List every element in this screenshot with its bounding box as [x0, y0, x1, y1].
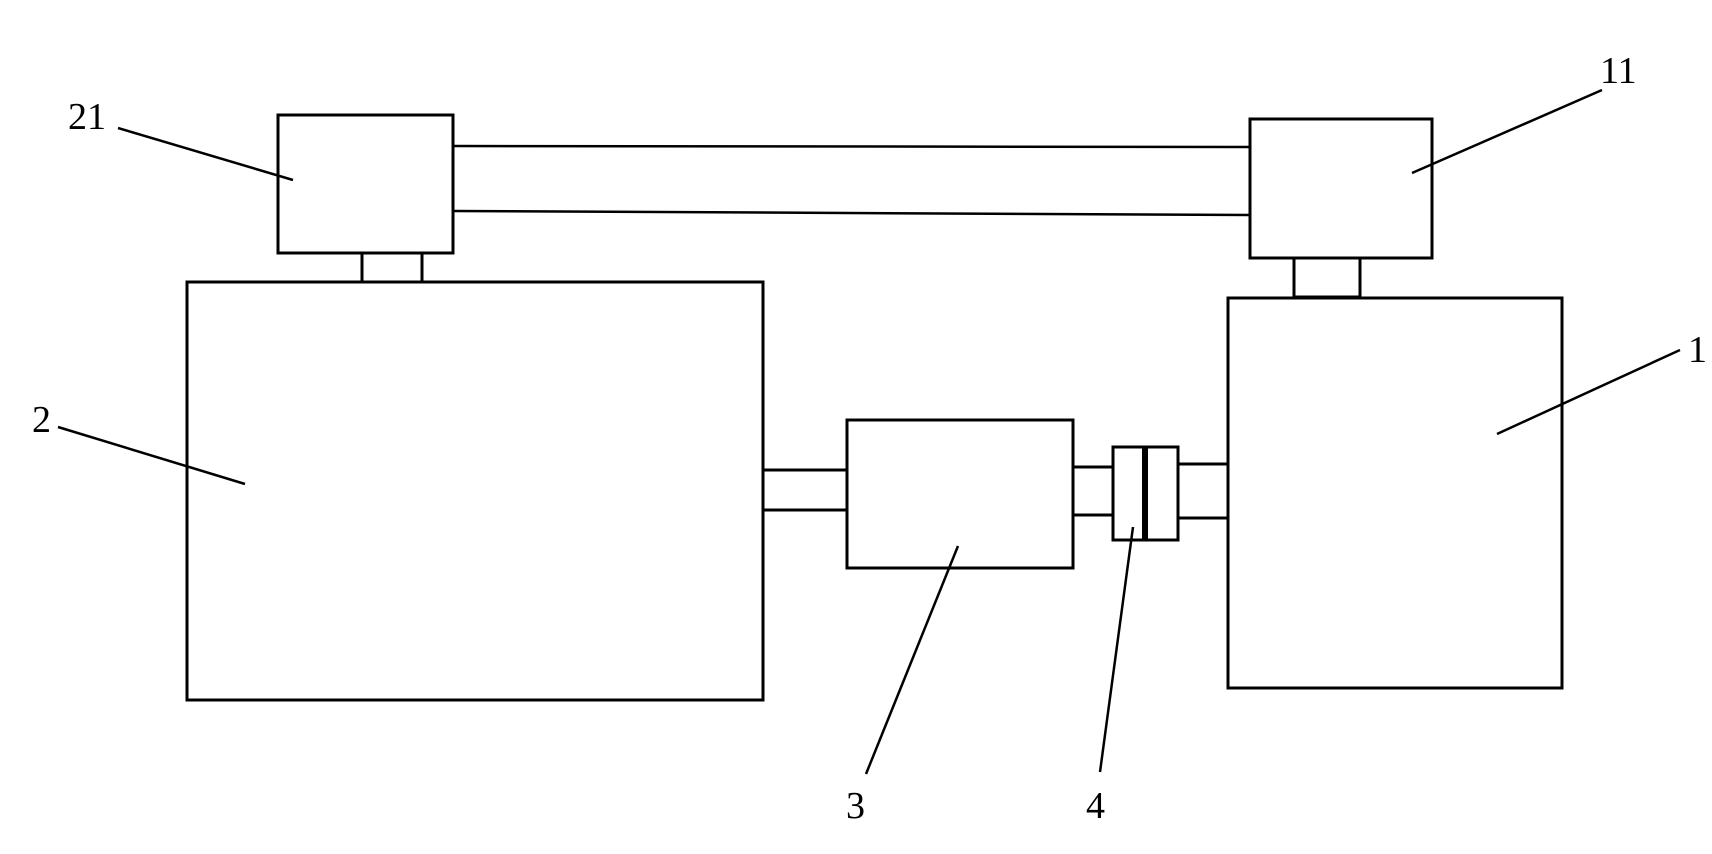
- label-4: 4: [1086, 785, 1105, 827]
- component-11-box: [1248, 117, 1434, 260]
- label-2: 2: [32, 399, 51, 441]
- component-4-coupling-left: [1111, 445, 1147, 542]
- component-4-coupling-right: [1143, 445, 1180, 542]
- component-21-box: [276, 113, 455, 255]
- neck-11-to-1: [1292, 255, 1362, 299]
- label-3: 3: [846, 785, 865, 827]
- neck-21-to-2: [360, 250, 424, 284]
- component-3-box: [845, 418, 1075, 570]
- leader-line-11: [1411, 88, 1603, 175]
- component-1-box: [1226, 296, 1564, 690]
- upper-link-line-bottom: [452, 209, 1251, 217]
- leader-line-2: [57, 425, 246, 486]
- shaft-2-to-3: [761, 468, 849, 512]
- upper-link-line-top: [452, 144, 1251, 149]
- leader-line-21: [117, 126, 294, 182]
- leader-line-1: [1496, 348, 1681, 436]
- leader-line-3: [864, 545, 960, 775]
- shaft-3-to-4: [1071, 465, 1115, 517]
- label-11: 11: [1600, 50, 1637, 92]
- component-2-box: [185, 280, 765, 702]
- shaft-4-to-1: [1176, 462, 1230, 520]
- label-21: 21: [68, 96, 106, 138]
- label-1: 1: [1688, 329, 1707, 371]
- leader-line-4: [1098, 526, 1135, 773]
